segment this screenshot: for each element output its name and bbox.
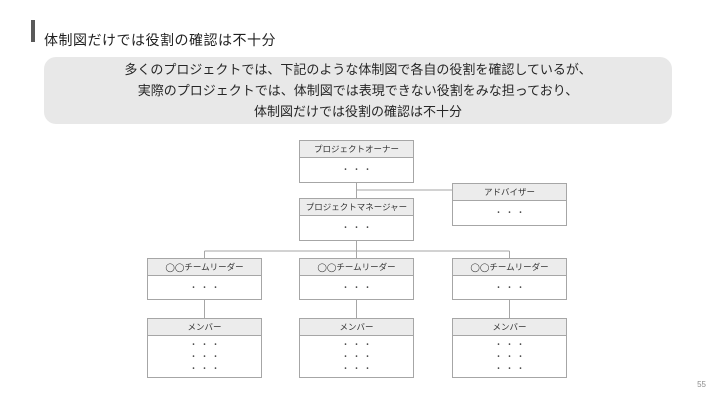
org-node-label: プロジェクトマネージャー [300, 199, 413, 216]
org-node-body: ・・・ ・・・ ・・・ [453, 336, 566, 377]
org-node-body: ・・・ ・・・ ・・・ [300, 336, 413, 377]
org-node-label: ◯◯チームリーダー [453, 259, 566, 276]
org-node-body: ・・・ [148, 276, 261, 299]
org-node-project-owner: プロジェクトオーナー ・・・ [299, 140, 414, 183]
org-node-advisor: アドバイザー ・・・ [452, 183, 567, 226]
org-node-body: ・・・ ・・・ ・・・ [148, 336, 261, 377]
page-number: 55 [697, 380, 706, 389]
org-node-body: ・・・ [453, 276, 566, 299]
org-node-label: ◯◯チームリーダー [300, 259, 413, 276]
placeholder-dots: ・・・ [341, 363, 375, 373]
placeholder-dots: ・・・ [494, 282, 528, 292]
placeholder-dots: ・・・ [189, 339, 223, 349]
org-node-member-1: メンバー ・・・ ・・・ ・・・ [147, 318, 262, 378]
placeholder-dots: ・・・ [341, 165, 375, 174]
org-node-label: メンバー [300, 319, 413, 336]
org-node-member-2: メンバー ・・・ ・・・ ・・・ [299, 318, 414, 378]
org-node-body: ・・・ [300, 216, 413, 240]
placeholder-dots: ・・・ [341, 339, 375, 349]
placeholder-dots: ・・・ [189, 282, 223, 292]
placeholder-dots: ・・・ [494, 363, 528, 373]
title-accent-bar [31, 20, 35, 42]
org-node-body: ・・・ [453, 201, 566, 225]
org-node-member-3: メンバー ・・・ ・・・ ・・・ [452, 318, 567, 378]
org-node-team-leader-3: ◯◯チームリーダー ・・・ [452, 258, 567, 300]
org-node-body: ・・・ [300, 276, 413, 299]
org-node-team-leader-1: ◯◯チームリーダー ・・・ [147, 258, 262, 300]
org-node-label: ◯◯チームリーダー [148, 259, 261, 276]
org-node-label: アドバイザー [453, 184, 566, 201]
placeholder-dots: ・・・ [189, 351, 223, 361]
org-node-body: ・・・ [300, 158, 413, 182]
lead-line-1: 多くのプロジェクトでは、下記のような体制図で各自の役割を確認しているが、 [124, 62, 592, 77]
org-node-team-leader-2: ◯◯チームリーダー ・・・ [299, 258, 414, 300]
placeholder-dots: ・・・ [341, 223, 375, 232]
placeholder-dots: ・・・ [341, 282, 375, 292]
lead-message-box: 多くのプロジェクトでは、下記のような体制図で各自の役割を確認しているが、 実際の… [44, 57, 672, 124]
placeholder-dots: ・・・ [189, 363, 223, 373]
lead-line-3: 体制図だけでは役割の確認は不十分 [253, 104, 462, 119]
org-node-label: メンバー [453, 319, 566, 336]
placeholder-dots: ・・・ [494, 208, 528, 217]
org-node-project-manager: プロジェクトマネージャー ・・・ [299, 198, 414, 241]
placeholder-dots: ・・・ [341, 351, 375, 361]
placeholder-dots: ・・・ [494, 351, 528, 361]
org-node-label: メンバー [148, 319, 261, 336]
org-node-label: プロジェクトオーナー [300, 141, 413, 158]
placeholder-dots: ・・・ [494, 339, 528, 349]
lead-line-2: 実際のプロジェクトでは、体制図では表現できない役割をみな担っており、 [137, 83, 579, 98]
page-title: 体制図だけでは役割の確認は不十分 [44, 32, 276, 49]
